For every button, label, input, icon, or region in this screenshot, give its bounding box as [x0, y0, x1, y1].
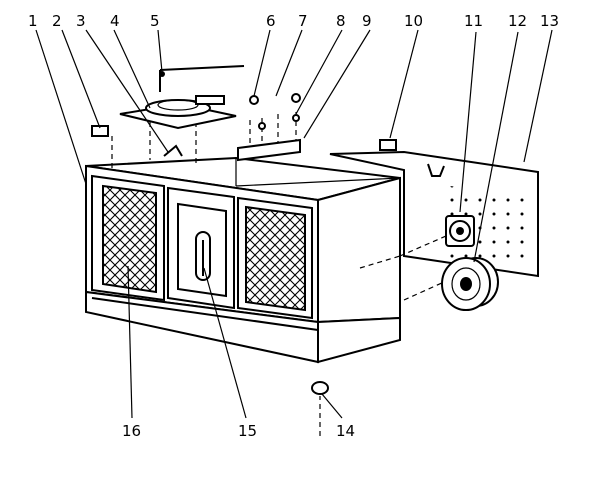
- grille-right: [237, 196, 313, 320]
- clip: [379, 139, 397, 151]
- callout-15: 15: [238, 422, 257, 440]
- back-panel: [329, 150, 539, 278]
- callout-13: 13: [540, 12, 559, 30]
- callout-9: 9: [362, 12, 372, 30]
- tweeter-speaker: [445, 215, 475, 247]
- caster-foot: [311, 381, 329, 395]
- callout-7: 7: [298, 12, 308, 30]
- callout-8: 8: [336, 12, 346, 30]
- callout-6: 6: [266, 12, 276, 30]
- callout-12: 12: [508, 12, 527, 30]
- callout-16: 16: [122, 422, 141, 440]
- callout-1: 1: [28, 12, 38, 30]
- grille-left: [91, 174, 165, 302]
- leader-lines: [35, 29, 553, 419]
- control-knob-bracket: [91, 125, 109, 137]
- callout-2: 2: [52, 12, 62, 30]
- center-door: [167, 186, 235, 310]
- woofer-speaker: [441, 257, 499, 311]
- spindle: [159, 65, 245, 92]
- callout-11: 11: [464, 12, 483, 30]
- callout-4: 4: [110, 12, 120, 30]
- callout-labels: 1 2 3 4 5 6 7 8 9 10 11 12 13 14 15 16: [28, 12, 559, 440]
- motor-board: [237, 138, 301, 162]
- callout-5: 5: [150, 12, 160, 30]
- record-changer: [119, 95, 237, 130]
- callout-14: 14: [336, 422, 355, 440]
- callout-3: 3: [76, 12, 86, 30]
- callout-10: 10: [404, 12, 423, 30]
- lever: [163, 144, 183, 157]
- mounting-hardware: [249, 93, 301, 130]
